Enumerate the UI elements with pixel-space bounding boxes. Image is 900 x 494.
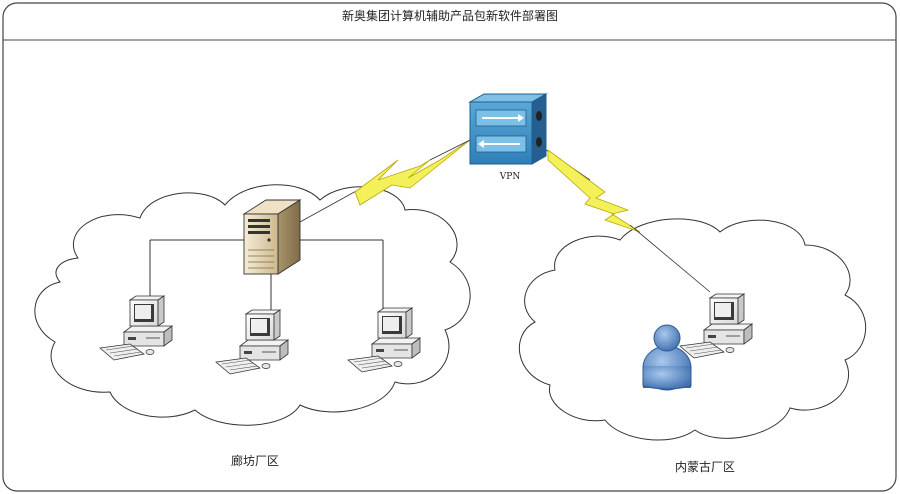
cloud-neimenggu bbox=[519, 218, 867, 441]
wan-link-langfang bbox=[299, 135, 479, 223]
diagram-title: 新奥集团计算机辅助产品包新软件部署图 bbox=[341, 9, 558, 23]
server-icon bbox=[242, 199, 302, 275]
vpn-device bbox=[468, 93, 548, 165]
wan-link-neimenggu bbox=[545, 149, 711, 293]
site-label-langfang: 廊坊厂区 bbox=[230, 454, 279, 468]
site-label-neimenggu: 内蒙古厂区 bbox=[674, 460, 735, 474]
user-icon bbox=[642, 324, 692, 391]
vpn-label: VPN bbox=[499, 172, 521, 182]
